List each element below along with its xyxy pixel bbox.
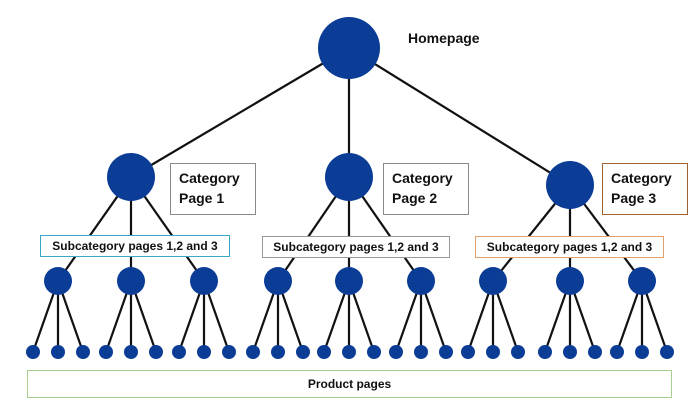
product-node-2-3-2 <box>414 345 428 359</box>
subcategory-node-2-2 <box>335 267 363 295</box>
subcategory-node-1-2 <box>117 267 145 295</box>
product-node-3-2-1 <box>538 345 552 359</box>
product-node-3-3-1 <box>610 345 624 359</box>
product-node-2-1-2 <box>271 345 285 359</box>
subcategory-1-label: Subcategory pages 1,2 and 3 <box>40 235 230 257</box>
product-node-3-1-3 <box>511 345 525 359</box>
product-node-2-1-3 <box>296 345 310 359</box>
subcategory-node-3-3 <box>628 267 656 295</box>
product-node-1-1-1 <box>26 345 40 359</box>
subcategory-node-1-1 <box>44 267 72 295</box>
product-node-1-1-2 <box>51 345 65 359</box>
category-3-line1: Category <box>611 170 672 186</box>
product-node-3-3-3 <box>660 345 674 359</box>
product-node-3-2-2 <box>563 345 577 359</box>
product-node-2-1-1 <box>246 345 260 359</box>
product-node-3-3-2 <box>635 345 649 359</box>
subcategory-3-label: Subcategory pages 1,2 and 3 <box>475 236 664 258</box>
subcategory-node-2-3 <box>407 267 435 295</box>
category-3-line2: Page 3 <box>611 190 657 206</box>
product-node-2-3-1 <box>389 345 403 359</box>
category-1-box: Category Page 1 <box>170 163 256 215</box>
edge-home-to-category-3 <box>348 47 571 186</box>
product-node-2-2-1 <box>317 345 331 359</box>
product-node-1-2-3 <box>149 345 163 359</box>
subcategory-node-2-1 <box>264 267 292 295</box>
product-node-3-1-1 <box>461 345 475 359</box>
product-node-3-1-2 <box>486 345 500 359</box>
category-2-line2: Page 2 <box>392 190 438 206</box>
product-node-1-2-2 <box>124 345 138 359</box>
category-node-2 <box>325 153 373 201</box>
product-node-1-3-2 <box>197 345 211 359</box>
product-node-1-2-1 <box>99 345 113 359</box>
category-1-line1: Category <box>179 170 240 186</box>
category-2-line1: Category <box>392 170 453 186</box>
category-1-line2: Page 1 <box>179 190 225 206</box>
category-2-box: Category Page 2 <box>383 163 469 215</box>
subcategory-node-3-1 <box>479 267 507 295</box>
product-node-3-2-3 <box>588 345 602 359</box>
product-node-2-3-3 <box>439 345 453 359</box>
category-node-3 <box>546 161 594 209</box>
product-node-1-3-1 <box>172 345 186 359</box>
subcategory-node-1-3 <box>190 267 218 295</box>
product-pages-label: Product pages <box>27 370 672 398</box>
homepage-node <box>318 17 380 79</box>
category-node-1 <box>107 153 155 201</box>
product-node-2-2-3 <box>367 345 381 359</box>
category-3-box: Category Page 3 <box>602 163 688 215</box>
product-node-2-2-2 <box>342 345 356 359</box>
subcategory-2-label: Subcategory pages 1,2 and 3 <box>262 236 450 258</box>
product-node-1-3-3 <box>222 345 236 359</box>
subcategory-node-3-2 <box>556 267 584 295</box>
homepage-label: Homepage <box>408 30 480 46</box>
product-node-1-1-3 <box>76 345 90 359</box>
edge-home-to-category-1 <box>130 47 350 178</box>
